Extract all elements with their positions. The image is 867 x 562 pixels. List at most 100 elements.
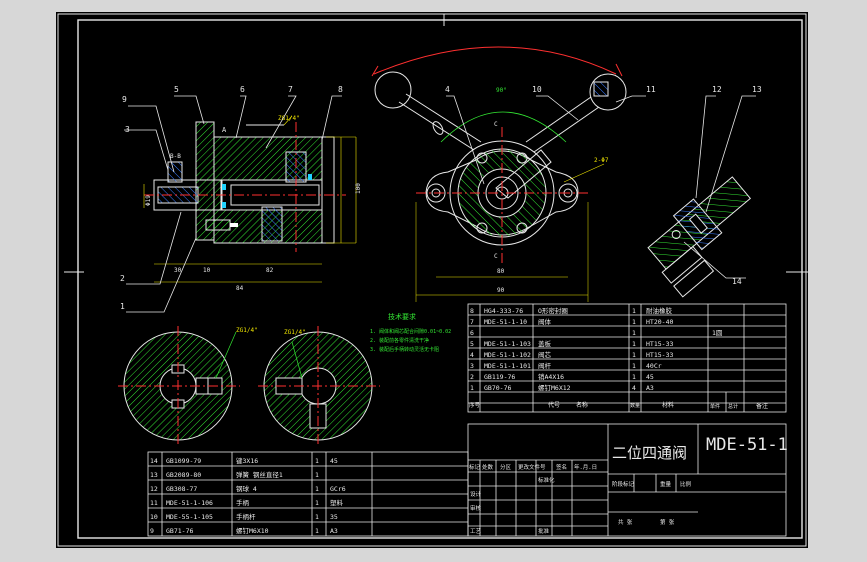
dim-80: 80 [497,268,505,275]
rev-label-3: 更改文件号 [518,463,546,471]
balloon-6: 6 [240,85,245,94]
balloon-14: 14 [732,277,742,286]
balloon-labels: 1 2 3 9 5 6 7 8 4 10 11 12 13 14 [120,85,762,311]
pl-qty-5: 1 [315,527,319,535]
balloon-10: 10 [532,85,542,94]
pr-code-4: MDE-51-1-102 [484,351,531,359]
pl-qty-1: 1 [315,471,319,479]
dim-10: 10 [203,267,211,274]
pl-mat-0: 45 [330,457,338,465]
pl-no-4: 10 [150,513,158,521]
pr-code-3: MDE-51-1-103 [484,340,531,348]
pr-code-7: GB70-76 [484,384,511,392]
pr-code-5: MDE-51-1-101 [484,362,531,370]
tb-stage: 阶段标记 [612,480,635,488]
pr-name-0: O形密封圈 [538,306,568,315]
pr-h-qty: 数量 [630,402,640,409]
drawing-title: 二位四通阀 [612,444,687,462]
pr-code-6: GB119-76 [484,373,515,381]
rev-label-2: 分区 [500,463,512,471]
pr-mat-7: A3 [646,384,654,392]
dim-90: 90 [497,287,505,294]
cad-drawing: A ZG1/4" B-B Φ19 30 10 82 84 100 [57,13,808,547]
pr-name-4: 阀芯 [538,350,552,359]
pl-no-5: 9 [150,527,154,535]
dim-100: 100 [355,183,362,194]
drawing-sheet: A ZG1/4" B-B Φ19 30 10 82 84 100 [56,12,808,548]
pl-qty-4: 1 [315,513,319,521]
tb-approve: 批准 [538,527,550,535]
pr-name-3: 盖板 [538,339,552,348]
main-section-view [143,115,357,283]
pr-mat-4: HT15-33 [646,351,673,359]
tb-sheet: 第 张 [660,518,675,526]
pl-mat-3: 塑料 [330,498,344,507]
pl-code-2: GB308-77 [166,485,197,493]
balloon-13: 13 [752,85,762,94]
pr-qty-0: 1 [632,307,636,315]
pr-code-0: HG4-333-76 [484,307,523,315]
tb-scale: 比例 [680,480,692,488]
label-section-a: A [222,126,227,134]
pl-code-0: GB1099-79 [166,457,201,465]
pr-qty-5: 1 [632,362,636,370]
balloon-12: 12 [712,85,722,94]
tb-weight: 重量 [660,480,672,488]
pl-name-4: 手柄杆 [236,512,256,521]
tb-total: 共 张 [618,518,633,526]
dim-30: 30 [174,267,182,274]
dim-2x-hole: 2-Φ7 [594,157,609,164]
pl-mat-4: 35 [330,513,338,521]
dim-84: 84 [236,285,244,292]
balloon-4: 4 [445,85,450,94]
pl-mat-2: GCr6 [330,485,346,493]
rev-label-0: 标记 [469,463,481,471]
pr-qty-7: 4 [632,384,636,392]
tech-item-1: 1. 阀体和阀芯配合间隙0.01~0.02 [370,328,451,335]
pl-qty-2: 1 [315,485,319,493]
pl-code-1: GB2089-80 [166,471,201,479]
cross-section-2 [258,326,380,446]
detail-view [647,176,752,298]
pl-qty-3: 1 [315,499,319,507]
tb-std: 标准化 [538,476,555,484]
dim-82: 82 [266,267,274,274]
pr-h-m2: 总计 [728,403,738,410]
tb-process: 工艺 [470,528,482,535]
pr-no-4: 4 [470,351,474,359]
pl-name-5: 螺钉M6X10 [236,526,269,535]
outer-border [57,13,807,547]
label-c-top: C [494,121,498,128]
label-bb: B-B [170,153,181,160]
pr-h-note: 备注 [756,402,768,410]
pr-qty-1: 1 [632,318,636,326]
tech-item-2: 2. 装配前各零件清洗干净 [370,337,429,344]
tech-title: 技术要求 [388,312,416,321]
label-c-bottom: C [494,253,498,260]
balloon-3: 3 [125,125,130,134]
pl-name-3: 手柄 [236,498,250,507]
pl-code-5: GB71-76 [166,527,193,535]
tech-requirements: 技术要求 1. 阀体和阀芯配合间隙0.01~0.02 2. 装配前各零件清洗干净… [370,312,451,353]
cross-section-1 [118,326,240,446]
pr-no-6: 2 [470,373,474,381]
pr-no-3: 5 [470,340,474,348]
parts-left-text: 14 GB1099-79 键3X16 1 45 13 GB2089-80 弹簧 … [150,456,346,535]
dim-90deg: 90° [496,87,507,94]
pl-name-1: 弹簧 钢丝直径1 [236,470,283,479]
pr-no-5: 3 [470,362,474,370]
parts-table-left [147,451,469,537]
pr-name-6: 销A4X16 [538,372,564,381]
rev-label-4: 签名 [556,463,567,471]
leader-lines [124,95,756,313]
tb-design: 设计 [470,490,482,498]
pl-mat-5: A3 [330,527,338,535]
pl-no-0: 14 [150,457,158,465]
pr-code-1: MDE-51-1-10 [484,318,527,326]
label-thread-sec1: ZG1/4" [236,327,258,334]
balloon-8: 8 [338,85,343,94]
pr-note-2: 1圆 [712,329,722,337]
pl-code-4: MDE-55-1-105 [166,513,213,521]
label-thread-sec2: ZG1/4" [284,329,306,336]
balloon-7: 7 [288,85,293,94]
